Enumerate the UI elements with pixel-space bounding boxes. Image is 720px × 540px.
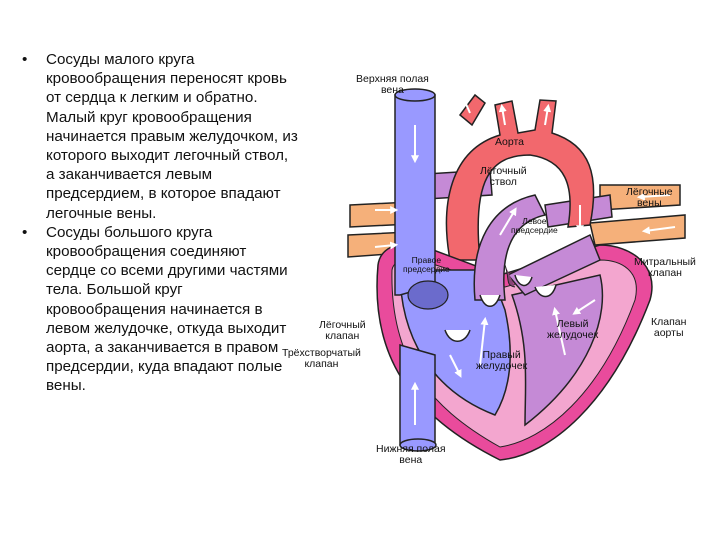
pulmonary-veins-right bbox=[589, 184, 686, 246]
bullet-text: Сосуды большого круга кровообращения сое… bbox=[46, 223, 288, 395]
aorta bbox=[445, 93, 595, 261]
superior-vena-cava bbox=[394, 88, 436, 296]
bullet-glyph: • bbox=[22, 51, 28, 68]
coronary-sinus bbox=[407, 280, 449, 310]
flow-arrows bbox=[374, 92, 676, 425]
inferior-vena-cava bbox=[399, 344, 437, 452]
bullet-text: Сосуды малого круга кровообращения перен… bbox=[46, 51, 298, 222]
label-aorta: Аорта bbox=[495, 136, 524, 148]
valves bbox=[444, 264, 557, 342]
pulmonary-trunk bbox=[473, 194, 547, 301]
bullet-list: • Сосуды малого круга кровообращения пер… bbox=[22, 50, 300, 396]
bullet-item-pulmonary-circulation: • Сосуды малого круга кровообращения пер… bbox=[22, 50, 300, 223]
heart-illustration bbox=[347, 88, 686, 461]
bullet-glyph: • bbox=[22, 223, 28, 241]
bullet-item-systemic-circulation: • Сосуды большого круга кровообращения с… bbox=[22, 223, 300, 396]
